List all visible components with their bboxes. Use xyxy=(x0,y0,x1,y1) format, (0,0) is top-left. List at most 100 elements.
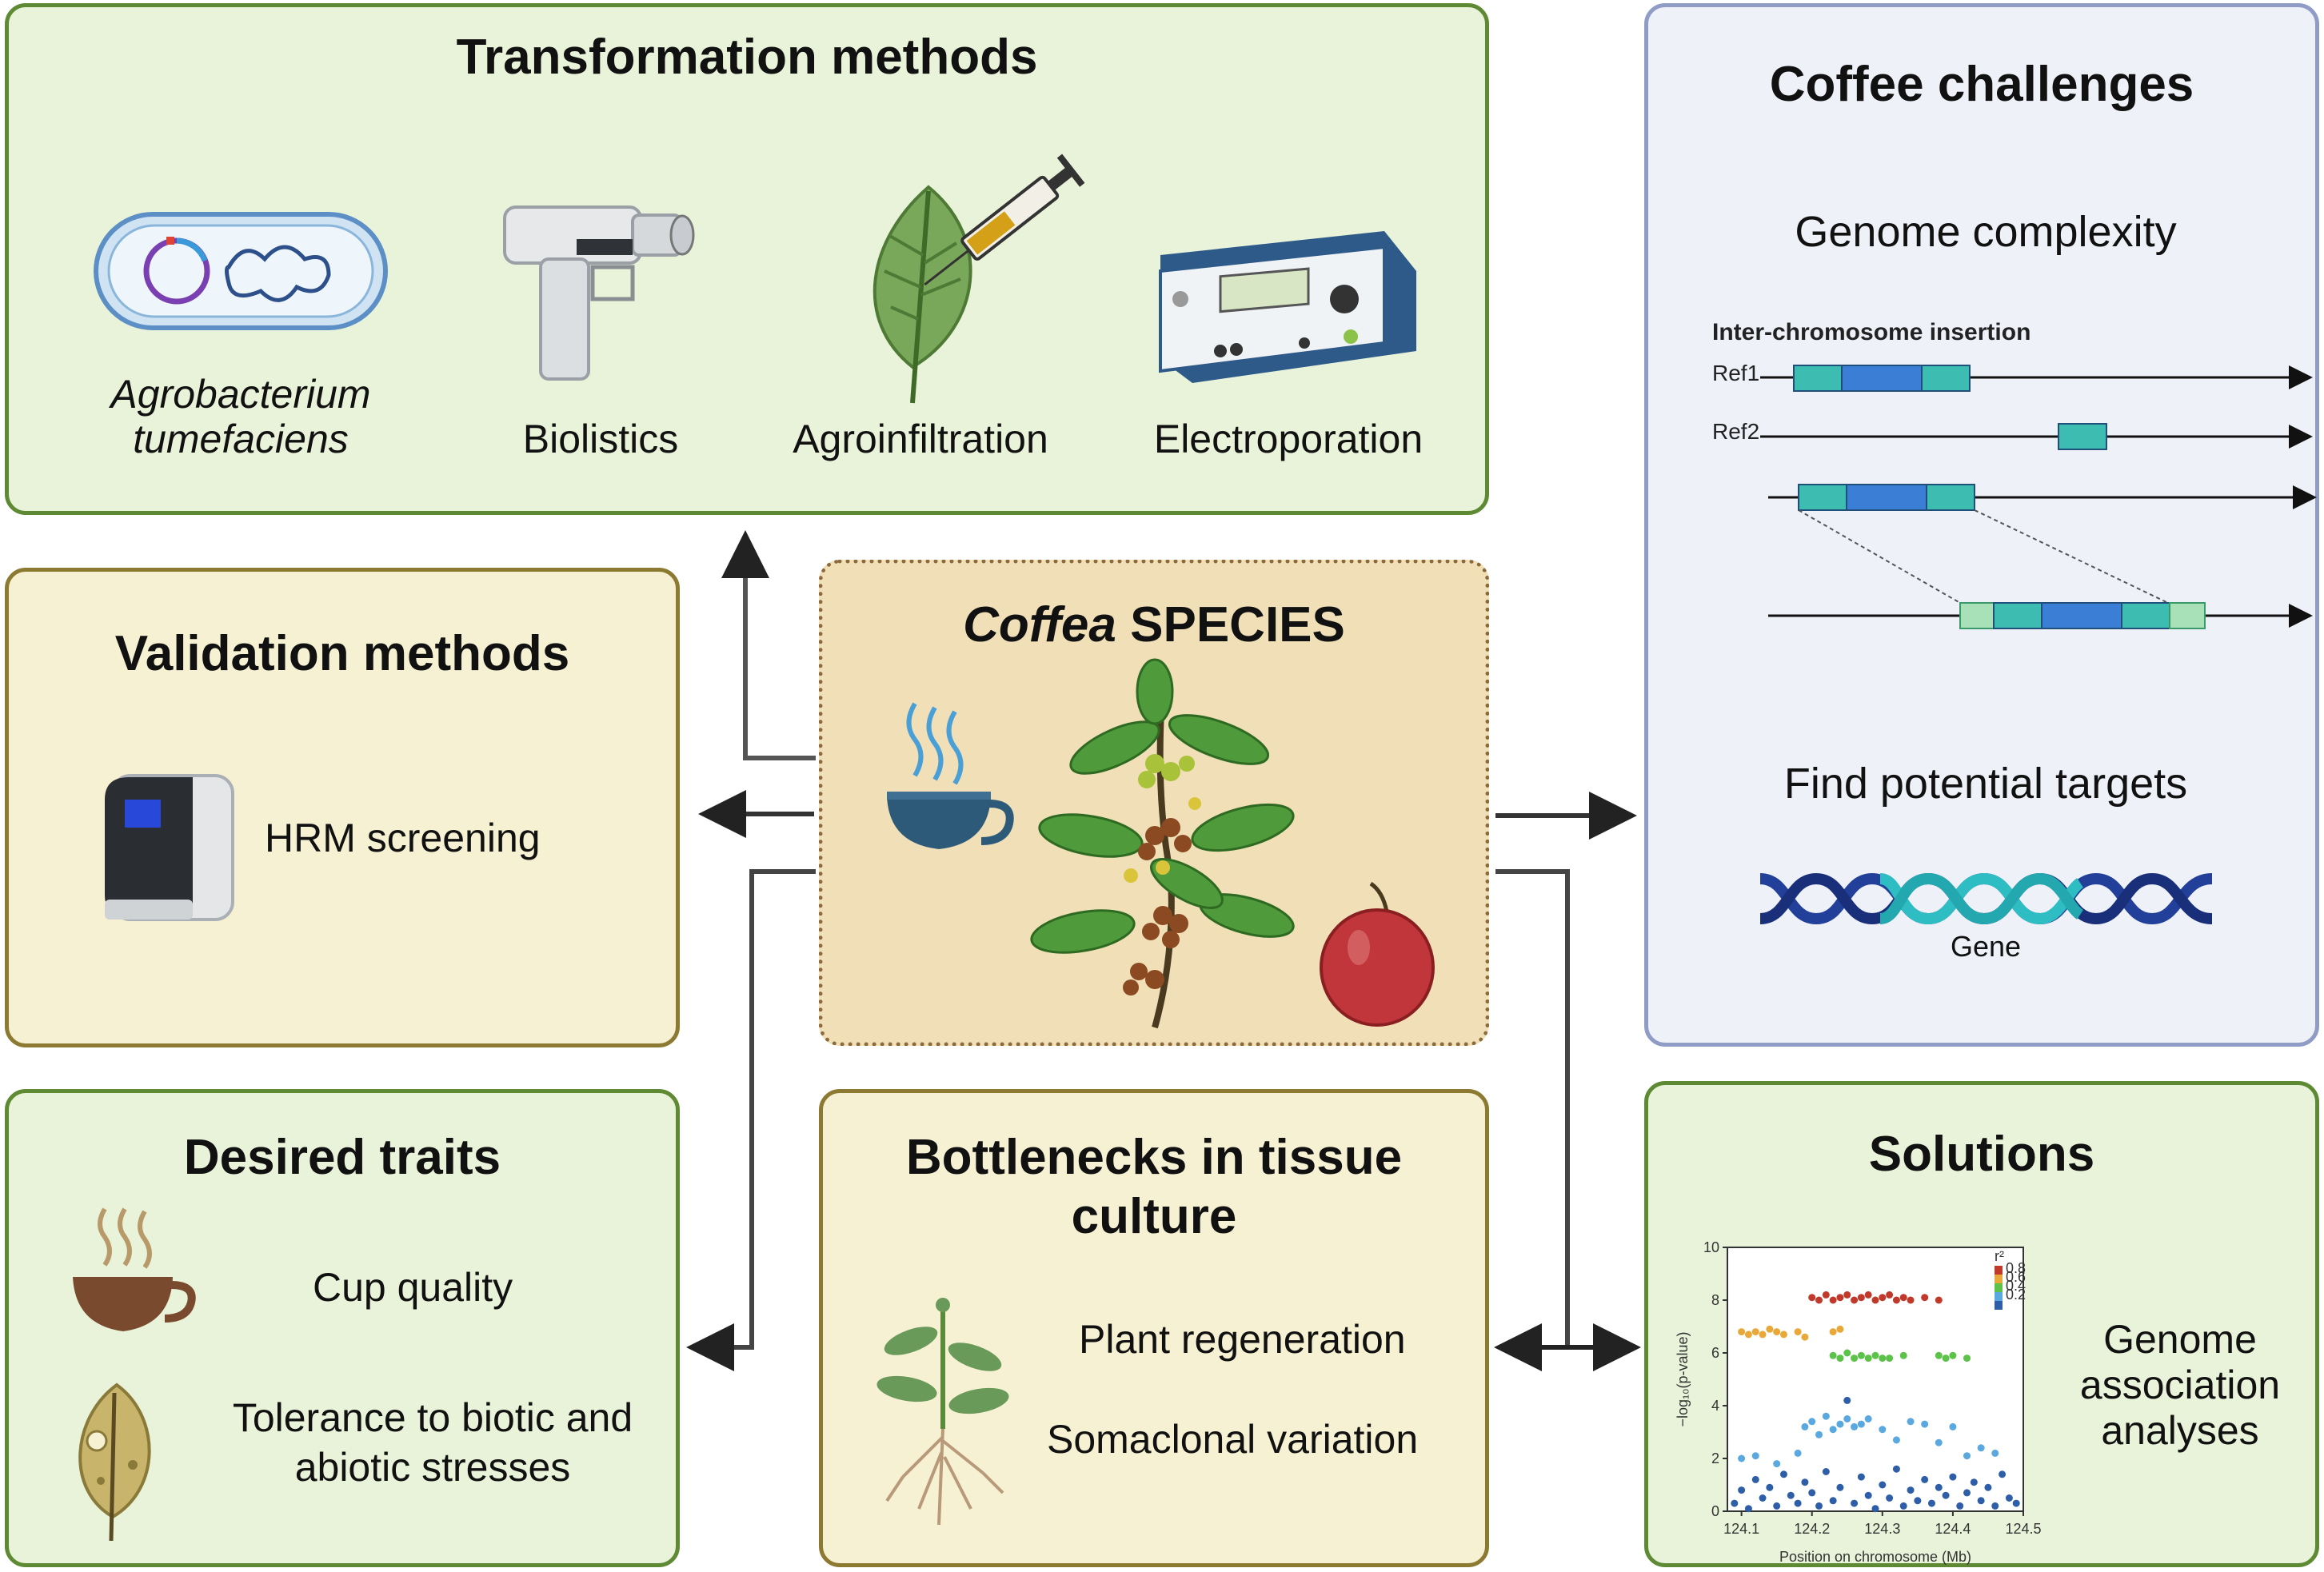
data-point xyxy=(1864,1491,1872,1499)
data-point xyxy=(1843,1396,1851,1404)
legend-label: 0.6 xyxy=(2006,1269,2026,1285)
legend-swatch xyxy=(1995,1266,2003,1275)
data-point xyxy=(1843,1415,1851,1422)
agrobacterium-label-2: tumefaciens xyxy=(133,417,349,461)
data-point xyxy=(1963,1355,1971,1363)
gwas-label-3: analyses xyxy=(2101,1408,2259,1453)
data-point xyxy=(1935,1483,1943,1491)
data-point xyxy=(1808,1418,1816,1426)
leaf-syringe-icon xyxy=(872,154,1085,404)
data-point xyxy=(1744,1331,1752,1339)
data-point xyxy=(1751,1475,1759,1483)
x-tick-label: 124.1 xyxy=(1723,1521,1759,1537)
data-point xyxy=(1829,1351,1837,1359)
legend-label: 0.4 xyxy=(2006,1278,2026,1294)
data-point xyxy=(1879,1355,1887,1363)
data-point xyxy=(1829,1328,1837,1336)
data-point xyxy=(1836,1483,1844,1491)
data-point xyxy=(1899,1294,1907,1302)
data-point xyxy=(2005,1494,2013,1502)
data-point xyxy=(1829,1426,1837,1434)
somaclonal-variation-label: Somaclonal variation xyxy=(1047,1417,1419,1462)
data-point xyxy=(1892,1436,1900,1444)
data-point xyxy=(1963,1489,1971,1497)
data-point xyxy=(1851,1296,1859,1304)
legend-swatch xyxy=(1995,1301,2003,1310)
data-point xyxy=(1899,1351,1907,1359)
data-point xyxy=(1843,1349,1851,1357)
desired-traits-panel: Desired traits Cup quality Tolerance to … xyxy=(5,1089,680,1567)
data-point xyxy=(1949,1422,1957,1430)
agrobacterium-label-1: Agrobacterium xyxy=(110,372,371,417)
y-tick-label: 6 xyxy=(1711,1345,1719,1361)
plot-area xyxy=(1727,1247,2024,1512)
data-point xyxy=(1779,1470,1787,1478)
data-point xyxy=(1864,1415,1872,1422)
insertion-diagram xyxy=(1760,365,2317,629)
data-point xyxy=(1815,1430,1823,1438)
biolistics-label: Biolistics xyxy=(522,417,679,461)
legend-swatch xyxy=(1995,1283,2003,1292)
data-point xyxy=(1886,1355,1894,1363)
legend-label: 0.2 xyxy=(2006,1287,2026,1303)
challenges-panel: Coffee challenges Genome complexity Inte… xyxy=(1644,3,2319,1047)
y-tick-label: 10 xyxy=(1703,1239,1719,1255)
data-point xyxy=(1935,1351,1943,1359)
data-point xyxy=(1886,1494,1894,1502)
data-point xyxy=(1794,1449,1802,1457)
data-point xyxy=(1766,1483,1774,1491)
ref1-label: Ref1 xyxy=(1712,361,1760,385)
data-point xyxy=(1991,1449,1999,1457)
data-point xyxy=(1921,1420,1929,1428)
data-point xyxy=(1801,1478,1809,1486)
coffea-title-rest: SPECIES xyxy=(1116,597,1345,652)
insertion-label: Inter-chromosome insertion xyxy=(1712,319,2031,345)
data-point xyxy=(1801,1333,1809,1341)
data-point xyxy=(1766,1325,1774,1333)
data-point xyxy=(1935,1296,1943,1304)
validation-title: Validation methods xyxy=(114,626,570,681)
plant-regeneration-label: Plant regeneration xyxy=(1079,1317,1406,1362)
data-point xyxy=(1808,1294,1816,1302)
challenges-title: Coffee challenges xyxy=(1769,57,2194,112)
data-point xyxy=(1738,1328,1746,1336)
data-point xyxy=(1857,1351,1865,1359)
data-point xyxy=(1759,1494,1767,1502)
coffea-title: Coffea SPECIES xyxy=(823,596,1485,655)
data-point xyxy=(1871,1296,1879,1304)
data-point xyxy=(1857,1294,1865,1302)
y-tick-label: 2 xyxy=(1711,1450,1719,1466)
legend-label: 0.8 xyxy=(2006,1260,2026,1276)
hrm-instrument-icon xyxy=(105,774,234,921)
data-point xyxy=(1822,1412,1830,1420)
solutions-title: Solutions xyxy=(1868,1127,2095,1182)
dna-helix-icon xyxy=(1759,872,2213,925)
data-point xyxy=(1822,1291,1830,1299)
genome-complexity-label: Genome complexity xyxy=(1795,208,2177,256)
data-point xyxy=(1864,1291,1872,1299)
cup-quality-icon xyxy=(73,1207,196,1331)
y-axis-label: −log₁₀(p-value) xyxy=(1675,1331,1691,1426)
data-point xyxy=(1822,1468,1830,1475)
data-point xyxy=(1921,1294,1929,1302)
arrow-to-traits xyxy=(686,869,816,1371)
data-point xyxy=(1773,1502,1781,1510)
data-point xyxy=(1851,1355,1859,1363)
data-point xyxy=(1857,1420,1865,1428)
bottlenecks-title-2: culture xyxy=(1071,1189,1237,1244)
data-point xyxy=(1779,1331,1787,1339)
x-tick-label: 124.5 xyxy=(2005,1521,2041,1537)
plantlet-icon xyxy=(876,1298,1009,1526)
data-point xyxy=(1970,1478,1978,1486)
x-tick-label: 124.4 xyxy=(1935,1521,1971,1537)
data-point xyxy=(1879,1481,1887,1489)
gwas-label-2: association xyxy=(2079,1363,2281,1407)
data-point xyxy=(1914,1497,1922,1505)
data-point xyxy=(1843,1291,1851,1299)
gene-label: Gene xyxy=(1950,930,2022,963)
data-point xyxy=(1738,1486,1746,1494)
y-tick-label: 0 xyxy=(1711,1503,1719,1519)
data-point xyxy=(1801,1422,1809,1430)
data-point xyxy=(1851,1422,1859,1430)
